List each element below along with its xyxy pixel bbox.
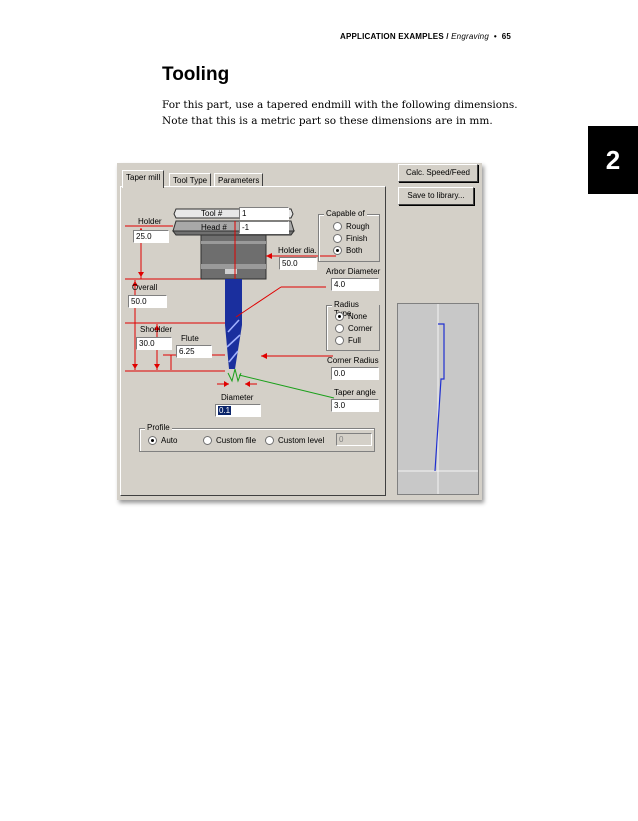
tool-preview-pane	[397, 303, 479, 495]
arbor-diameter-field[interactable]: 4.0	[331, 278, 379, 291]
radio-profile-custom-file[interactable]: Custom file	[203, 436, 256, 445]
corner-radius-label: Corner Radius	[327, 356, 379, 365]
chapter-tab: 2	[588, 126, 638, 194]
tool-dialog: Taper mill Tool Type Parameters Calc. Sp…	[117, 163, 482, 500]
radio-rough-indicator	[333, 222, 342, 231]
header-separator: /	[443, 32, 452, 41]
tool-number-field[interactable]: 1	[239, 207, 289, 220]
radio-both-label: Both	[346, 246, 363, 255]
radio-corner-label: Corner	[348, 324, 373, 333]
capable-of-title: Capable of	[324, 209, 367, 218]
capable-of-group: Capable of Rough Finish Both	[318, 209, 380, 262]
radio-corner-indicator	[335, 324, 344, 333]
holder-length-field[interactable]: 25.0	[133, 230, 169, 243]
radio-none-label: None	[348, 312, 368, 321]
tab-parameters[interactable]: Parameters	[214, 173, 264, 187]
radio-full-indicator	[335, 336, 344, 345]
body-paragraph: For this part, use a tapered endmill wit…	[162, 97, 518, 129]
tool-number-label: Tool #	[201, 209, 223, 218]
flute-label: Flute	[181, 334, 199, 343]
section-title: Tooling	[162, 64, 230, 85]
radius-type-group: Radius Type None Corner Full	[326, 300, 380, 351]
taper-mill-panel: Tool # 1 Head # -1 Holder 25.0 Holder di…	[120, 186, 386, 496]
tool-diagram	[125, 208, 336, 399]
header-bullet: •	[493, 32, 497, 41]
radio-finish-label: Finish	[346, 234, 368, 243]
tool-preview-graphic	[398, 304, 478, 494]
custom-level-field[interactable]: 0	[336, 433, 372, 446]
save-to-library-button[interactable]: Save to library...	[398, 187, 474, 205]
radio-finish-indicator	[333, 234, 342, 243]
diameter-label: Diameter	[221, 393, 254, 402]
radio-full-label: Full	[348, 336, 361, 345]
tab-tool-type[interactable]: Tool Type	[169, 173, 212, 187]
page-number: 65	[501, 32, 512, 41]
radio-custom-level-label: Custom level	[278, 436, 325, 445]
radio-custom-file-label: Custom file	[216, 436, 257, 445]
radio-corner[interactable]: Corner	[335, 324, 372, 333]
head-number-field[interactable]: -1	[239, 221, 289, 234]
diameter-value-selected: 0.1	[218, 406, 232, 415]
tab-taper-mill[interactable]: Taper mill	[122, 170, 165, 188]
radio-profile-custom-level[interactable]: Custom level	[265, 436, 324, 445]
head-number-label: Head #	[201, 223, 227, 232]
paragraph-line-2: Note that this is a metric part so these…	[162, 115, 493, 127]
radio-both-indicator	[333, 246, 342, 255]
radio-full[interactable]: Full	[335, 336, 361, 345]
holder-dia-field[interactable]: 50.0	[279, 257, 317, 270]
shoulder-length-field[interactable]: 30.0	[136, 337, 172, 350]
radio-finish[interactable]: Finish	[333, 234, 367, 243]
taper-angle-field[interactable]: 3.0	[331, 399, 379, 412]
holder-dia-label: Holder dia.	[278, 246, 317, 255]
header-subsection: Engraving	[451, 32, 489, 41]
diameter-field[interactable]: 0.1	[215, 404, 261, 417]
calc-speed-feed-button[interactable]: Calc. Speed/Feed	[398, 164, 478, 182]
profile-group: Profile Auto Custom file Custom level 0	[139, 423, 375, 452]
running-header: APPLICATION EXAMPLES / Engraving • 65	[340, 32, 511, 41]
shoulder-label: Shoulder	[140, 325, 173, 334]
radio-custom-level-indicator	[265, 436, 274, 445]
radio-rough[interactable]: Rough	[333, 222, 370, 231]
corner-radius-field[interactable]: 0.0	[331, 367, 379, 380]
holder-label: Holder	[138, 217, 162, 226]
flute-length-field[interactable]: 6.25	[176, 345, 212, 358]
radio-profile-auto[interactable]: Auto	[148, 436, 177, 445]
taper-angle-label: Taper angle	[334, 388, 376, 397]
paragraph-line-1: For this part, use a tapered endmill wit…	[162, 99, 518, 111]
radio-rough-label: Rough	[346, 222, 370, 231]
overall-label: Overall	[132, 283, 158, 292]
radio-none[interactable]: None	[335, 312, 367, 321]
radio-both[interactable]: Both	[333, 246, 362, 255]
overall-length-field[interactable]: 50.0	[128, 295, 167, 308]
radio-none-indicator	[335, 312, 344, 321]
header-section: APPLICATION EXAMPLES	[340, 32, 444, 41]
arbor-diameter-label: Arbor Diameter	[326, 267, 381, 276]
radio-auto-label: Auto	[161, 436, 178, 445]
profile-title: Profile	[145, 423, 172, 432]
radio-custom-file-indicator	[203, 436, 212, 445]
radio-auto-indicator	[148, 436, 157, 445]
